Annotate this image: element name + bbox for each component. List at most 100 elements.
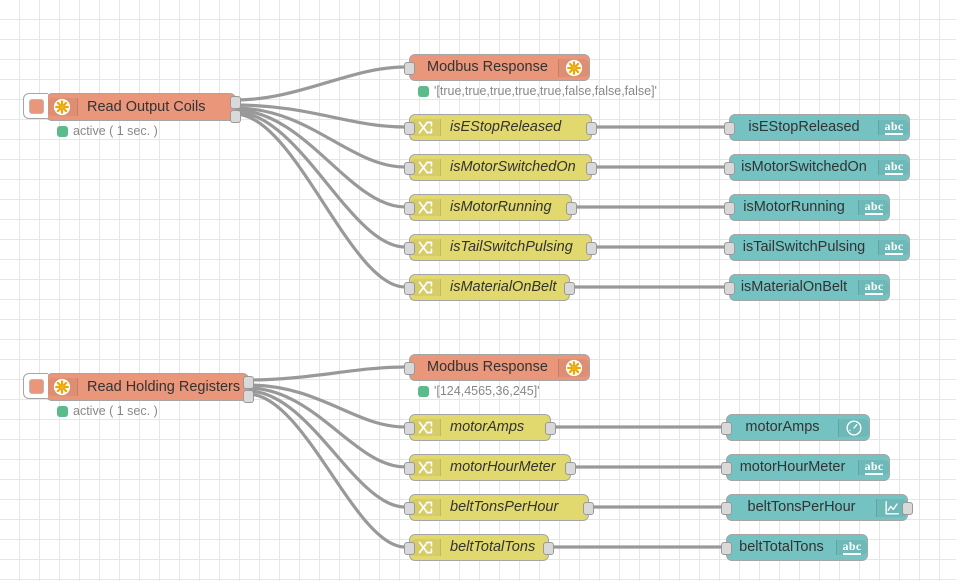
node-ui-gauge-motoramps[interactable]: motorAmps (721, 414, 870, 441)
node-body: isEStopReleased abc (730, 115, 909, 140)
node-label: Modbus Response (427, 59, 548, 76)
node-body: Read Output Coils (47, 94, 235, 120)
node-body: beltTotalTons abc (727, 535, 867, 560)
node-change-belttotaltons[interactable]: beltTotalTons (404, 534, 554, 561)
output-port[interactable] (583, 502, 594, 515)
input-port[interactable] (721, 542, 732, 555)
status-dot (57, 405, 68, 417)
modbus-flower-icon (558, 358, 589, 377)
abc-glyph: abc (842, 539, 862, 556)
node-label: motorAmps (745, 419, 820, 436)
input-port[interactable] (404, 422, 415, 435)
input-port[interactable] (404, 202, 415, 215)
status-dot (418, 385, 429, 397)
node-label: isMotorSwitchedOn (741, 159, 867, 176)
output-port-1[interactable] (230, 96, 241, 109)
node-change-istailswitchpulsing[interactable]: isTailSwitchPulsing (404, 234, 597, 261)
node-change-ismotorrunning[interactable]: isMotorRunning (404, 194, 577, 221)
input-port[interactable] (404, 542, 415, 555)
node-body: Modbus Response (410, 355, 589, 380)
input-port[interactable] (404, 242, 415, 255)
node-body: isEStopReleased (410, 115, 591, 140)
node-body: isMaterialOnBelt abc (730, 275, 889, 300)
output-port[interactable] (566, 202, 577, 215)
node-change-ismotorswitchedon[interactable]: isMotorSwitchedOn (404, 154, 597, 181)
node-modbus-response-registers[interactable]: Modbus Response (404, 354, 590, 381)
node-label: Read Holding Registers (87, 378, 241, 395)
node-change-belttonsperhour[interactable]: beltTonsPerHour (404, 494, 594, 521)
status-text: active ( 1 sec. ) (73, 124, 158, 138)
node-read-output-coils[interactable]: Read Output Coils (23, 93, 241, 123)
node-change-motorhourmeter[interactable]: motorHourMeter (404, 454, 576, 481)
output-port[interactable] (543, 542, 554, 555)
node-label: motorAmps (450, 419, 525, 436)
node-body: beltTonsPerHour (410, 495, 588, 520)
node-label: beltTonsPerHour (747, 499, 856, 516)
output-port[interactable] (565, 462, 576, 475)
node-ui-text-istailswitchpulsing[interactable]: isTailSwitchPulsing abc (724, 234, 910, 261)
abc-text-icon: abc (858, 459, 889, 476)
input-port[interactable] (721, 502, 732, 515)
node-ui-text-motorhourmeter[interactable]: motorHourMeter abc (721, 454, 890, 481)
input-port[interactable] (404, 362, 415, 375)
inject-button-read-holding-registers[interactable] (23, 373, 48, 399)
swap-arrows-icon (410, 199, 441, 216)
output-port[interactable] (564, 282, 575, 295)
node-ui-text-ismaterialonbelt[interactable]: isMaterialOnBelt abc (724, 274, 890, 301)
input-port[interactable] (724, 122, 735, 135)
output-port[interactable] (902, 502, 913, 515)
abc-text-icon: abc (858, 279, 889, 296)
abc-text-icon: abc (878, 159, 909, 176)
output-port-1[interactable] (243, 376, 254, 389)
modbus-flower-icon (558, 58, 589, 77)
abc-glyph: abc (864, 279, 884, 296)
output-port[interactable] (586, 162, 597, 175)
output-port-2[interactable] (243, 390, 254, 403)
line-chart-icon (876, 498, 907, 517)
swap-arrows-icon (410, 119, 441, 136)
output-port[interactable] (586, 242, 597, 255)
input-port[interactable] (724, 242, 735, 255)
abc-text-icon: abc (858, 199, 889, 216)
node-read-holding-registers[interactable]: Read Holding Registers (23, 373, 254, 403)
input-port[interactable] (721, 462, 732, 475)
node-ui-text-isestopreleased[interactable]: isEStopReleased abc (724, 114, 910, 141)
input-port[interactable] (404, 502, 415, 515)
node-body: beltTotalTons (410, 535, 548, 560)
abc-text-icon: abc (878, 239, 909, 256)
swap-arrows-icon (410, 459, 441, 476)
node-label: motorHourMeter (739, 459, 846, 476)
output-port-2[interactable] (230, 110, 241, 123)
node-modbus-response-coils[interactable]: Modbus Response (404, 54, 590, 81)
node-change-motoramps[interactable]: motorAmps (404, 414, 556, 441)
node-ui-text-belttotaltons[interactable]: beltTotalTons abc (721, 534, 868, 561)
node-change-isestopreleased[interactable]: isEStopReleased (404, 114, 597, 141)
input-port[interactable] (724, 282, 735, 295)
input-port[interactable] (404, 62, 415, 75)
input-port[interactable] (724, 162, 735, 175)
input-port[interactable] (404, 462, 415, 475)
node-label: isMaterialOnBelt (740, 279, 848, 296)
node-body: isMotorSwitchedOn abc (730, 155, 909, 180)
node-body: beltTonsPerHour (727, 495, 907, 520)
input-port[interactable] (404, 162, 415, 175)
node-label: isEStopReleased (450, 119, 562, 136)
input-port[interactable] (404, 282, 415, 295)
inject-button-read-output-coils[interactable] (23, 93, 48, 119)
output-port[interactable] (545, 422, 556, 435)
abc-text-icon: abc (836, 539, 867, 556)
output-port[interactable] (586, 122, 597, 135)
node-ui-text-ismotorrunning[interactable]: isMotorRunning abc (724, 194, 890, 221)
status-dot (57, 125, 68, 137)
node-body: isMotorSwitchedOn (410, 155, 591, 180)
node-ui-text-ismotorswitchedon[interactable]: isMotorSwitchedOn abc (724, 154, 910, 181)
node-label: isMotorRunning (743, 199, 845, 216)
node-ui-chart-belttonsperhour[interactable]: beltTonsPerHour (721, 494, 913, 521)
input-port[interactable] (724, 202, 735, 215)
node-change-ismaterialonbelt[interactable]: isMaterialOnBelt (404, 274, 575, 301)
swap-arrows-icon (410, 279, 441, 296)
input-port[interactable] (721, 422, 732, 435)
node-label: isTailSwitchPulsing (742, 239, 866, 256)
input-port[interactable] (404, 122, 415, 135)
